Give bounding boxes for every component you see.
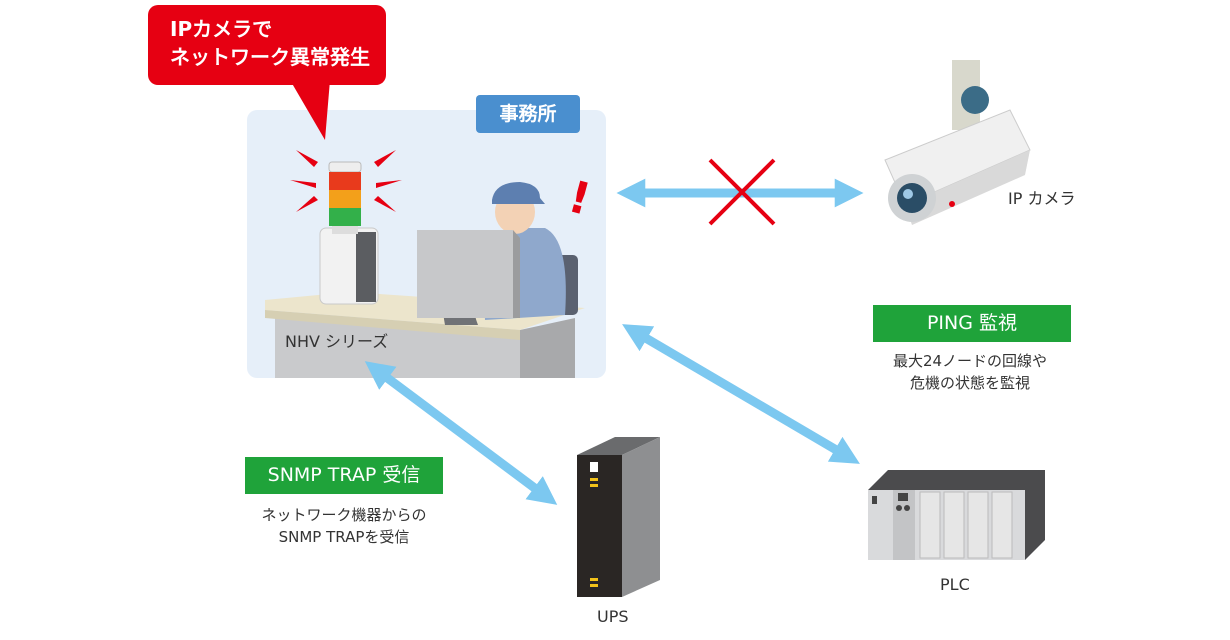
- ping-description: 最大24ノードの回線や 危機の状態を監視: [860, 350, 1080, 394]
- ping-desc-line-1: 最大24ノードの回線や: [892, 352, 1048, 370]
- nhv-series-label: NHV シリーズ: [285, 332, 389, 351]
- alert-callout-bubble: [148, 5, 386, 140]
- office-label: 事務所: [476, 95, 580, 133]
- snmp-desc-line-2: SNMP TRAPを受信: [278, 528, 410, 546]
- signal-tower-nhv: [319, 161, 379, 305]
- alert-callout-text: IPカメラで ネットワーク異常発生: [170, 15, 370, 71]
- ups-illustration: [577, 437, 660, 597]
- ip-camera-label: IP カメラ: [1008, 189, 1076, 208]
- ups-label: UPS: [597, 607, 629, 626]
- snmp-desc-line-1: ネットワーク機器からの: [261, 506, 427, 524]
- alert-flash-icon: [290, 150, 402, 212]
- link-failure-x-icon: [708, 158, 776, 226]
- ping-monitor-badge: PING 監視: [873, 305, 1071, 342]
- snmp-trap-badge: SNMP TRAP 受信: [245, 457, 443, 494]
- ip-camera-illustration: [884, 60, 1031, 225]
- ups-link-arrow: [364, 361, 558, 505]
- plc-illustration: [868, 470, 1045, 560]
- alert-line-1: IPカメラで: [170, 17, 273, 41]
- snmp-description: ネットワーク機器からの SNMP TRAPを受信: [234, 504, 454, 548]
- plc-label: PLC: [940, 575, 970, 594]
- monitor-illustration: [417, 230, 520, 325]
- alert-line-2: ネットワーク異常発生: [170, 45, 370, 69]
- ping-desc-line-2: 危機の状態を監視: [909, 374, 1030, 392]
- plc-link-arrow: [622, 324, 860, 464]
